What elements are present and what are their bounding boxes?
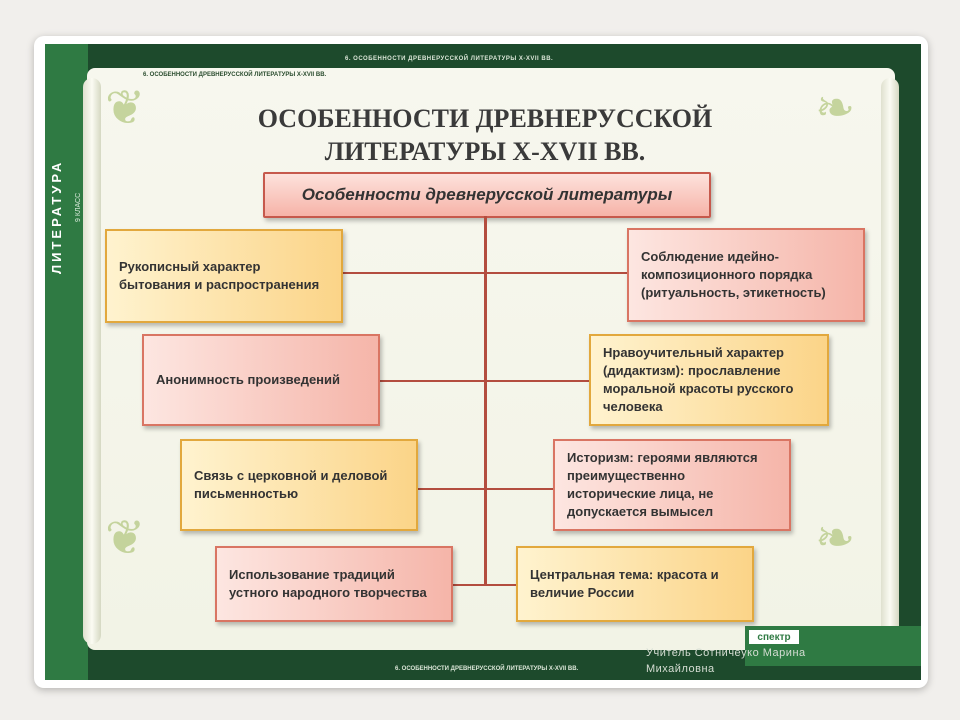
feature-box-left-2: Анонимность произведений (142, 334, 380, 426)
feature-box-left-1: Рукописный характер бытования и распрост… (105, 229, 343, 323)
watermark: Учитель Сотничеyко Марина Михайловна (646, 645, 806, 677)
branch-line (341, 272, 627, 274)
scroll-roll-left (83, 78, 101, 644)
ornament-icon: ❧ (815, 80, 856, 136)
feature-box-right-1: Соблюдение идейно-композиционного порядк… (627, 228, 865, 322)
page-title: ОСОБЕННОСТИ ДРЕВНЕРУССКОЙ ЛИТЕРАТУРЫ X-X… (195, 102, 775, 168)
branch-line (379, 380, 589, 382)
title-line-2: ЛИТЕРАТУРЫ X-XVII ВВ. (324, 137, 646, 166)
watermark-line-1: Учитель Сотничеyко Марина (646, 647, 806, 659)
branch-line (453, 584, 517, 586)
ornament-icon: ❦ (105, 80, 146, 136)
trunk-line (484, 216, 487, 584)
top-caption: 6. ОСОБЕННОСТИ ДРЕВНЕРУССКОЙ ЛИТЕРАТУРЫ … (345, 56, 554, 62)
diagram-header: Особенности древнерусской литературы (263, 172, 711, 218)
title-line-1: ОСОБЕННОСТИ ДРЕВНЕРУССКОЙ (257, 104, 713, 133)
feature-box-right-2: Нравоучительный характер (дидактизм): пр… (589, 334, 829, 426)
side-title: ЛИТЕРАТУРА (49, 159, 64, 274)
publisher-block: спектр (745, 626, 921, 666)
ornament-icon: ❦ (105, 510, 146, 566)
side-subtitle: 9 КЛАСС (75, 192, 82, 222)
scroll-caption: 6. ОСОБЕННОСТИ ДРЕВНЕРУССКОЙ ЛИТЕРАТУРЫ … (143, 72, 327, 78)
ornament-icon: ❧ (815, 510, 856, 566)
feature-box-left-4: Использование традиций устного народного… (215, 546, 453, 622)
feature-box-right-4: Центральная тема: красота и величие Росс… (516, 546, 754, 622)
side-strip: ЛИТЕРАТУРА 9 КЛАСС (45, 44, 88, 680)
publisher-logo: спектр (749, 630, 799, 644)
branch-line (417, 488, 553, 490)
feature-box-right-3: Историзм: героями являются преимуществен… (553, 439, 791, 531)
scroll-roll-right (881, 78, 899, 644)
watermark-line-2: Михайловна (646, 663, 715, 675)
feature-box-left-3: Связь с церковной и деловой письменность… (180, 439, 418, 531)
poster: ЛИТЕРАТУРА 9 КЛАСС 6. ОСОБЕННОСТИ ДРЕВНЕ… (45, 44, 921, 680)
bottom-caption: 6. ОСОБЕННОСТИ ДРЕВНЕРУССКОЙ ЛИТЕРАТУРЫ … (395, 666, 579, 672)
